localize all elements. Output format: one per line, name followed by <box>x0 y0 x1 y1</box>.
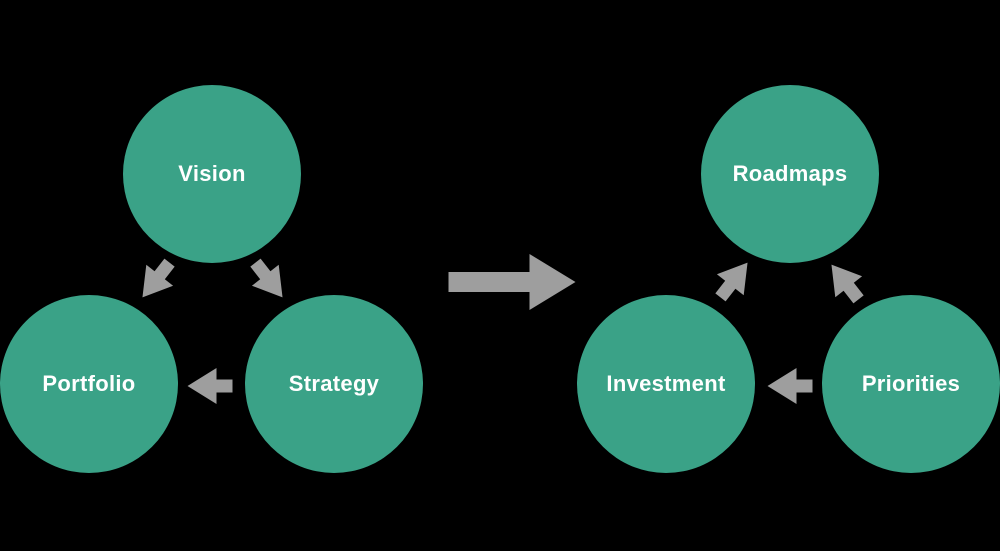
arrow-investment-to-roadmaps-icon <box>715 262 748 302</box>
transition-arrow-icon <box>448 254 576 310</box>
node-portfolio-label: Portfolio <box>42 371 136 396</box>
node-priorities: Priorities <box>822 295 1000 473</box>
arrow-priorities-to-roadmaps-icon <box>831 264 864 304</box>
node-strategy: Strategy <box>245 295 423 473</box>
node-portfolio: Portfolio <box>0 295 178 473</box>
node-vision-label: Vision <box>178 161 246 186</box>
arrow-strategy-to-portfolio-icon <box>187 368 233 404</box>
node-roadmaps: Roadmaps <box>701 85 879 263</box>
arrow-priorities-to-investment-icon <box>767 368 813 404</box>
arrow-vision-to-strategy-icon <box>250 258 283 298</box>
node-investment-label: Investment <box>606 371 726 396</box>
node-vision: Vision <box>123 85 301 263</box>
node-investment: Investment <box>577 295 755 473</box>
node-roadmaps-label: Roadmaps <box>732 161 848 186</box>
node-strategy-label: Strategy <box>288 371 380 396</box>
arrow-vision-to-portfolio-icon <box>142 258 175 298</box>
node-priorities-label: Priorities <box>861 371 961 396</box>
